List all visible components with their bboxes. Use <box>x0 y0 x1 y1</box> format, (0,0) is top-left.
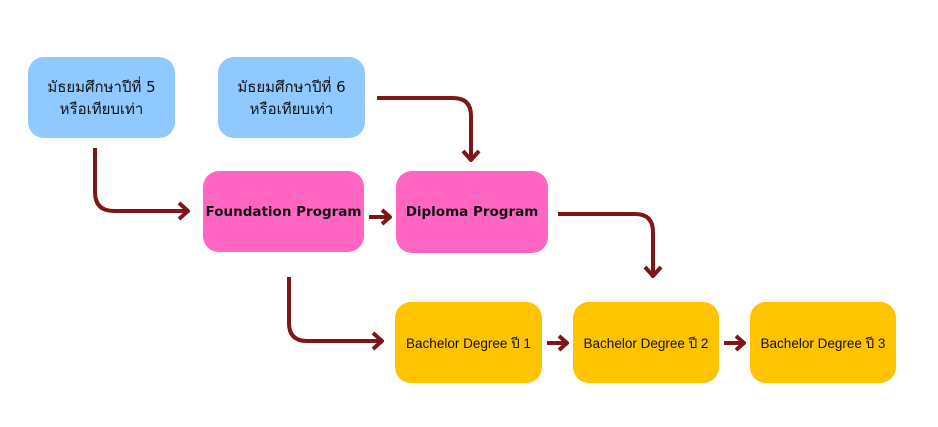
arrow-m5-to-foundation <box>93 148 190 221</box>
node-m5: มัธยมศึกษาปีที่ 5 หรือเทียบเท่า <box>28 57 175 138</box>
arrow-foundation-to-bachelor1 <box>287 277 384 351</box>
node-m6-line2: หรือเทียบเท่า <box>249 99 334 118</box>
node-bachelor3-label: Bachelor Degree ปี 3 <box>760 335 886 351</box>
arrow-foundation-to-diploma <box>369 208 392 226</box>
arrow-m6-to-diploma <box>377 96 481 162</box>
node-m5-line2: หรือเทียบเท่า <box>59 99 144 118</box>
node-m5-line1: มัธยมศึกษาปีที่ 5 <box>47 77 156 96</box>
node-diploma: Diploma Program <box>396 171 548 253</box>
node-diploma-label: Diploma Program <box>405 204 539 220</box>
arrow-bachelor2-to-bachelor3 <box>724 334 746 352</box>
node-m6-line1: มัธยมศึกษาปีที่ 6 <box>237 77 346 96</box>
node-bachelor1: Bachelor Degree ปี 1 <box>395 302 542 383</box>
node-bachelor2-label: Bachelor Degree ปี 2 <box>583 335 709 351</box>
arrow-bachelor1-to-bachelor2 <box>547 334 569 352</box>
node-foundation-label: Foundation Program <box>205 203 362 220</box>
arrow-diploma-to-bachelor2 <box>558 212 663 278</box>
node-bachelor1-label: Bachelor Degree ปี 1 <box>406 335 531 351</box>
node-bachelor2: Bachelor Degree ปี 2 <box>573 302 719 383</box>
node-foundation: Foundation Program <box>203 171 364 252</box>
node-m6: มัธยมศึกษาปีที่ 6 หรือเทียบเท่า <box>218 57 365 138</box>
node-bachelor3: Bachelor Degree ปี 3 <box>750 302 896 383</box>
